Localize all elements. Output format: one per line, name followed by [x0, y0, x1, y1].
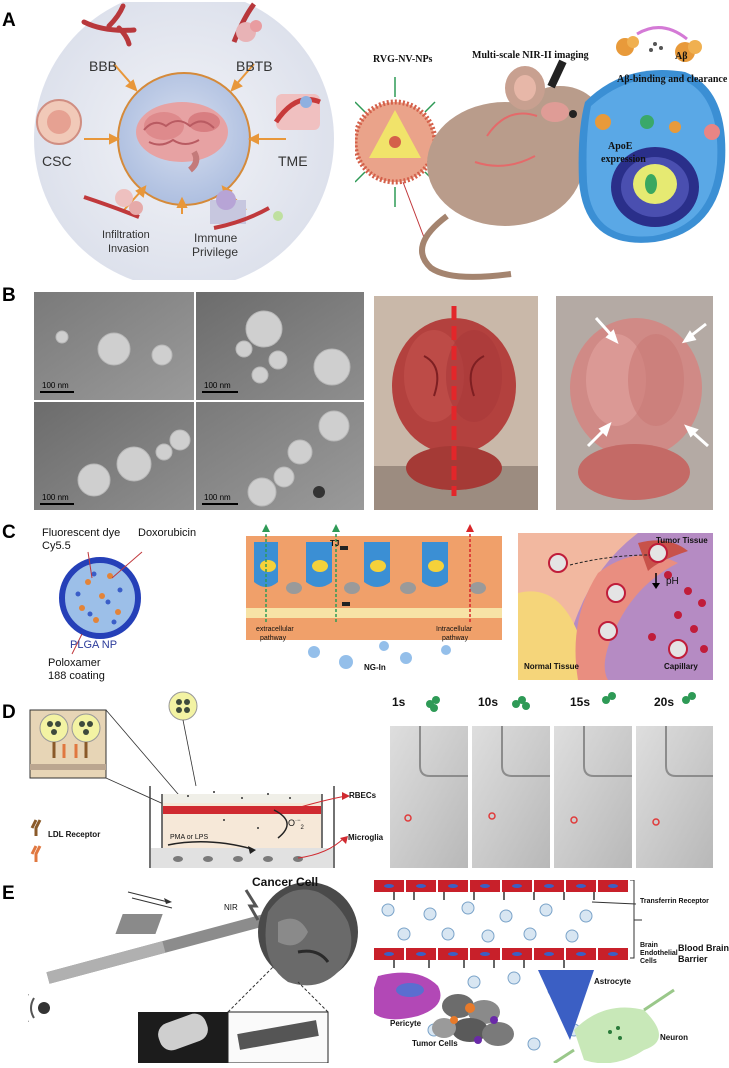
time-label-20s: 20s	[654, 695, 675, 709]
tumor-tissue-diagram: Tumor Tissue pH Normal Tissue Capillary	[518, 533, 713, 680]
scale-bar-2: 100 nm	[204, 381, 231, 390]
label-plga-np: PLGA NP	[70, 639, 118, 651]
label-endothelial: Endothelial	[640, 950, 678, 957]
immune-icon	[210, 190, 283, 230]
tumor-barrier-diagram: BBB BBTB CSC TME Infiltration Invasion I…	[14, 0, 354, 289]
panel-label-d: D	[2, 702, 16, 723]
tem-images	[34, 292, 364, 510]
transwell-diagram: RBECs Microglia LDL Receptor PMA or LPS …	[28, 688, 384, 871]
vessel-icon-bbtb	[231, 2, 262, 43]
label-nir-imaging: Multi-scale NIR-II imaging	[472, 50, 589, 61]
label-astrocyte: Astrocyte	[594, 977, 631, 986]
label-extra-pathway: pathway	[260, 635, 287, 642]
inward-arrows	[84, 63, 286, 214]
time-label-1s: 1s	[392, 695, 406, 709]
barrier-circle-art	[34, 0, 334, 289]
brain-icon	[136, 102, 228, 173]
label-ph: pH	[666, 576, 679, 587]
time-lapse-strip: 1s 10s 15s 20s	[390, 690, 713, 870]
label-intracellular: Intracellular	[436, 626, 473, 633]
endothelial-pathway-diagram: TJ extracellular pathway Intracellular p…	[246, 522, 502, 680]
scale-bar-1: 100 nm	[42, 381, 69, 390]
time-label-15s: 15s	[570, 695, 591, 709]
label-clearance: Aβ-binding and clearance	[617, 74, 728, 85]
microenvironment-icon	[273, 94, 321, 130]
label-abeta: Aβ	[675, 51, 688, 62]
label-cy55: Cy5.5	[42, 540, 71, 552]
plga-nanoparticle-diagram: Fluorescent dye Cy5.5 Doxorubicin PLGA N…	[30, 522, 225, 682]
label-infiltration: Infiltration	[102, 229, 150, 241]
neuron-cell-icon	[578, 70, 726, 243]
panel-label-c: C	[2, 522, 16, 543]
label-188-coating: 188 coating	[48, 670, 105, 682]
label-rbecs: RBECs	[349, 791, 377, 800]
brain-photo-1	[374, 296, 538, 510]
label-expression: expression	[601, 154, 646, 165]
label-tj: TJ	[330, 539, 340, 548]
label-pericyte: Pericyte	[390, 1019, 422, 1028]
label-barrier: Barrier	[678, 954, 708, 964]
label-bbtb: BBTB	[236, 58, 273, 74]
label-fluorescent-dye: Fluorescent dye	[42, 527, 121, 539]
label-bbb: BBB	[89, 58, 118, 74]
panel-label-b: B	[2, 285, 16, 306]
label-brain: Brain	[640, 942, 658, 949]
time-label-10s: 10s	[478, 695, 499, 709]
scale-bar-3: 100 nm	[42, 493, 69, 502]
label-superoxide: O·−2	[288, 818, 304, 831]
mouse-art	[347, 26, 726, 280]
panel-label-e: E	[2, 883, 15, 904]
label-neuron: Neuron	[660, 1033, 688, 1042]
infiltration-icon	[83, 189, 143, 219]
tem-micrograph-grid: 100 nm 100 nm 100 nm 100 nm	[34, 292, 364, 510]
label-intra-pathway: pathway	[442, 635, 469, 642]
label-transferrin-receptor: Transferrin Receptor	[640, 898, 709, 905]
panel-label-a: A	[2, 10, 16, 31]
label-ng-in: NG-In	[364, 663, 386, 672]
label-pma-lps: PMA or LPS	[170, 834, 209, 841]
scale-bar-4: 100 nm	[204, 493, 231, 502]
label-tme: TME	[278, 153, 308, 169]
label-microglia: Microglia	[348, 833, 384, 842]
label-blood-brain: Blood Brain	[678, 943, 729, 953]
mouse-icon	[419, 66, 604, 280]
label-csc: CSC	[42, 153, 72, 169]
rvg-nanoparticle-mouse-diagram: RVG-NV-NPs Multi-scale NIR-II imaging Aβ…	[347, 2, 729, 280]
label-cells: Cells	[640, 958, 657, 965]
bbb-tumor-diagram: Transferrin Receptor Brain Endothelial C…	[368, 879, 729, 1065]
nanotube-cancer-cell-diagram: Cancer Cell NIR	[22, 872, 362, 1064]
imaging-probe-icon	[547, 59, 567, 89]
label-ldl-receptor: LDL Receptor	[48, 830, 101, 839]
label-immune: Immune	[194, 231, 238, 245]
label-capillary: Capillary	[664, 662, 698, 671]
label-nir: NIR	[224, 903, 238, 912]
label-rvg-nv-nps: RVG-NV-NPs	[373, 54, 433, 65]
stem-cell-icon	[36, 99, 82, 145]
label-extracellular: extracellular	[256, 626, 294, 633]
label-cancer-cell: Cancer Cell	[252, 875, 319, 889]
label-invasion: Invasion	[108, 243, 149, 255]
label-privilege: Privilege	[192, 245, 239, 259]
brain-photo-2	[556, 296, 713, 510]
label-apoe: ApoE	[608, 141, 633, 152]
vessel-icon-bbb	[81, 3, 137, 47]
label-normal-tissue: Normal Tissue	[524, 662, 579, 671]
label-doxorubicin: Doxorubicin	[138, 527, 197, 539]
label-poloxamer: Poloxamer	[48, 657, 101, 669]
label-tumor-cells: Tumor Cells	[412, 1039, 458, 1048]
cancer-cell-icon	[258, 882, 358, 986]
label-tumor-tissue: Tumor Tissue	[656, 536, 708, 545]
